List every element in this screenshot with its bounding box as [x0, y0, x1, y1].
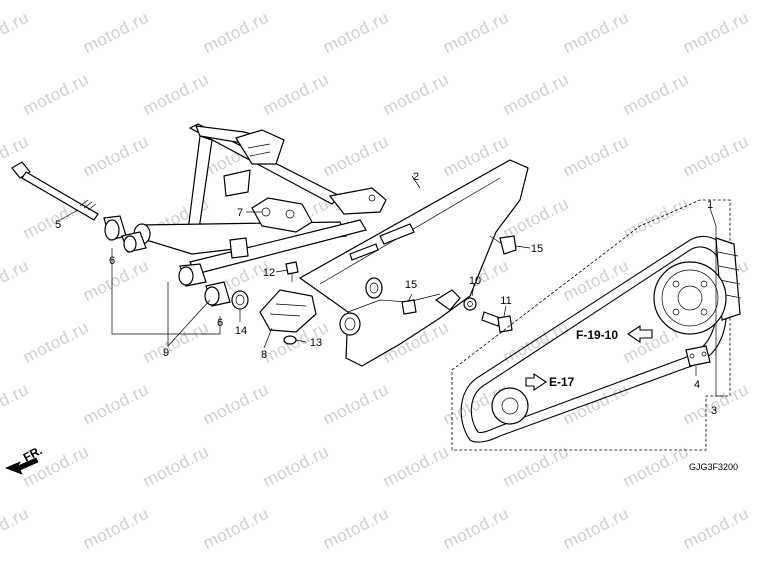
callout-3: 3	[711, 405, 717, 417]
bolt-12	[285, 261, 299, 282]
front-direction-label: FR.	[21, 443, 45, 464]
screw-13	[283, 335, 297, 345]
bolt-15-lower	[401, 299, 417, 315]
chain-slider	[259, 289, 317, 333]
callout-12: 12	[263, 267, 275, 279]
ref-label-f19: F-19-10	[576, 328, 618, 342]
callout-9: 9	[163, 347, 169, 359]
pivot-bushings	[103, 215, 231, 307]
dust-seal	[231, 290, 249, 310]
pivot-bolt	[11, 161, 99, 221]
bolt-11	[481, 311, 513, 333]
callout-7: 7	[237, 207, 243, 219]
callout-4: 4	[694, 379, 700, 391]
callout-labels: 1 2 3 4 5 6 6 7 8 9 10 11 12 13 14 15 15	[55, 171, 717, 417]
callout-11: 11	[500, 295, 511, 307]
drive-chain-set	[451, 199, 742, 451]
bolt-15-upper	[489, 235, 517, 255]
diagram-code: GJG3F3200	[689, 462, 738, 472]
callout-5: 5	[55, 219, 61, 231]
leader-lines	[59, 175, 724, 397]
ref-arrow-f19	[627, 324, 653, 344]
callout-15-lower: 15	[405, 279, 417, 291]
chain-case	[298, 159, 529, 367]
ref-arrow-e17	[525, 372, 547, 392]
callout-2: 2	[413, 171, 419, 183]
callout-14: 14	[235, 325, 247, 337]
callout-10: 10	[469, 275, 481, 287]
front-direction-arrow	[4, 457, 39, 475]
ref-label-e17: E-17	[549, 375, 575, 389]
callout-15-upper: 15	[531, 243, 543, 255]
callout-13: 13	[310, 337, 322, 349]
washer-10	[463, 297, 477, 311]
callout-8: 8	[261, 349, 267, 361]
callout-6-right: 6	[217, 317, 223, 329]
callout-1: 1	[707, 199, 713, 211]
callout-6-left: 6	[109, 255, 115, 267]
